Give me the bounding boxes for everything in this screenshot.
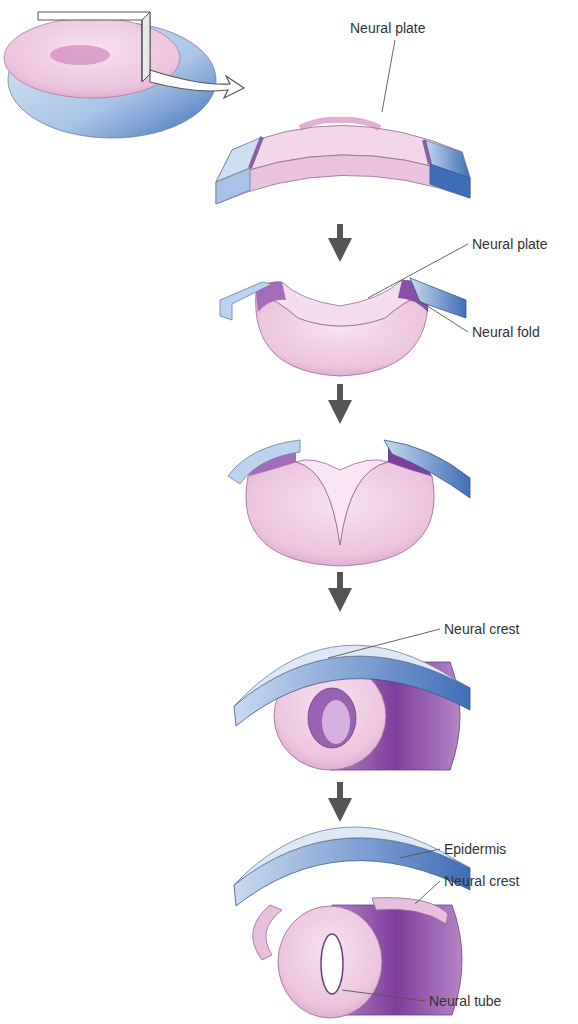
leader-line [400, 849, 440, 858]
leader-line [342, 990, 425, 1001]
step-arrow [337, 224, 343, 250]
embryo-groove [50, 45, 110, 65]
step-arrow [337, 782, 343, 810]
tube-face [278, 906, 382, 1018]
epidermis-top [234, 645, 470, 706]
ectoderm-right [384, 440, 470, 498]
stage-neural-tube [234, 827, 470, 1018]
plate-border [250, 137, 430, 168]
stage-closing [234, 645, 470, 770]
epidermis-band [234, 656, 470, 726]
neural-crest-right [372, 898, 448, 924]
leader-line [328, 629, 440, 658]
ectoderm-left-front [216, 168, 250, 204]
part-label: Neural fold [472, 324, 540, 340]
embryo [4, 12, 244, 138]
embryo-plate [4, 18, 180, 98]
epidermis-top [234, 827, 470, 885]
stage-groove [228, 440, 470, 566]
step-arrow [337, 384, 343, 412]
groove-inner [296, 460, 388, 545]
ectoderm-left [228, 440, 300, 484]
stage-neural-fold [220, 278, 466, 376]
tube-lumen [308, 688, 356, 748]
plate-shade [300, 120, 380, 128]
part-label: Neural plate [472, 236, 548, 252]
stage-neural-plate [216, 120, 470, 204]
tube-lumen-light [322, 700, 350, 744]
part-label: Neural crest [444, 873, 519, 889]
part-label: Neural tube [429, 993, 501, 1009]
part-label: Neural plate [350, 20, 426, 36]
step-arrow [337, 572, 343, 600]
ectoderm-left [220, 282, 272, 320]
step-arrows [337, 224, 343, 810]
leader-line [415, 881, 440, 904]
ectoderm-right [410, 278, 466, 318]
part-label: Epidermis [444, 841, 506, 857]
leader-line [382, 40, 395, 112]
section-plane-line [142, 20, 143, 82]
part-label: Neural crest [444, 621, 519, 637]
section-plane [38, 12, 150, 82]
tube-lumen [321, 934, 343, 994]
leader-line [418, 300, 468, 332]
neural-crest-left [253, 905, 282, 960]
leader-line [368, 244, 468, 298]
section-plane-edge [142, 12, 150, 82]
ectoderm-right-front [430, 164, 470, 198]
fold-groove [256, 280, 428, 326]
open-arrow [150, 70, 244, 98]
